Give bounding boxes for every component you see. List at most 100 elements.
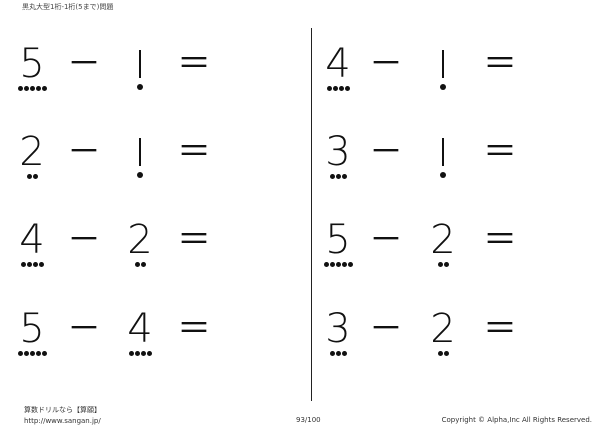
- equals-sign: ＝: [177, 132, 211, 172]
- count-dot: [329, 174, 335, 179]
- count-dot: [140, 351, 146, 356]
- count-dot: [335, 262, 341, 267]
- operand-b-digit: 4: [127, 306, 153, 352]
- count-dot: [32, 262, 38, 267]
- equals-sign: ＝: [483, 44, 517, 84]
- minus-sign: －: [369, 220, 403, 260]
- count-dot: [140, 262, 146, 267]
- count-dot: [35, 351, 41, 356]
- count-dot: [338, 86, 344, 91]
- count-dot: [329, 262, 335, 267]
- operand-b-digit-one: [139, 138, 141, 166]
- count-dot: [329, 351, 335, 356]
- count-dot: [146, 351, 152, 356]
- count-dot: [134, 262, 140, 267]
- operand-b-dot: [137, 172, 143, 178]
- count-dot: [443, 262, 449, 267]
- minus-sign: －: [369, 44, 403, 84]
- operand-b-digit-one: [139, 50, 141, 78]
- worksheet-title: 黒丸大型1桁-1桁(5まで)問題: [22, 3, 114, 11]
- minus-sign: －: [67, 132, 101, 172]
- operand-b: [433, 40, 453, 100]
- operand-b-dots: [423, 262, 463, 267]
- operand-a-dots: [12, 86, 52, 91]
- count-dot: [128, 351, 134, 356]
- count-dot: [17, 86, 23, 91]
- count-dot: [26, 174, 32, 179]
- operand-b-dot: [440, 84, 446, 90]
- count-dot: [23, 86, 29, 91]
- count-dot: [35, 86, 41, 91]
- operand-b-digit: 2: [430, 306, 456, 352]
- count-dot: [32, 174, 38, 179]
- equals-sign: ＝: [177, 309, 211, 349]
- count-dot: [323, 262, 329, 267]
- count-dot: [134, 351, 140, 356]
- count-dot: [38, 262, 44, 267]
- count-dot: [26, 262, 32, 267]
- count-dot: [344, 86, 350, 91]
- operand-b-digit: 2: [127, 217, 153, 263]
- site-url-link[interactable]: http://www.sangan.jp/: [24, 417, 101, 425]
- operand-a-dots: [12, 351, 52, 356]
- page-number: 93/100: [296, 416, 321, 424]
- minus-sign: －: [67, 44, 101, 84]
- operand-a-dots: [12, 174, 52, 179]
- minus-sign: －: [67, 309, 101, 349]
- operand-a-digit: 5: [19, 306, 45, 352]
- site-name: 算数ドリルなら【算願】: [24, 406, 101, 414]
- count-dot: [41, 86, 47, 91]
- equals-sign: ＝: [483, 132, 517, 172]
- operand-b-dots: [423, 351, 463, 356]
- count-dot: [29, 351, 35, 356]
- operand-a-digit: 3: [325, 306, 351, 352]
- count-dot: [341, 174, 347, 179]
- operand-b: [130, 128, 150, 188]
- count-dot: [437, 262, 443, 267]
- count-dot: [341, 351, 347, 356]
- operand-b-digit: 2: [430, 217, 456, 263]
- operand-a-digit: 5: [19, 41, 45, 87]
- equals-sign: ＝: [483, 309, 517, 349]
- operand-a-digit: 3: [325, 129, 351, 175]
- operand-a-digit: 5: [325, 217, 351, 263]
- operand-a-dots: [318, 174, 358, 179]
- count-dot: [332, 86, 338, 91]
- column-divider: [311, 28, 312, 401]
- operand-b-dots: [120, 262, 160, 267]
- equals-sign: ＝: [483, 220, 517, 260]
- operand-a-dots: [318, 86, 358, 91]
- count-dot: [341, 262, 347, 267]
- operand-a-digit: 4: [325, 41, 351, 87]
- operand-a-dots: [12, 262, 52, 267]
- operand-a-digit: 2: [19, 129, 45, 175]
- minus-sign: －: [67, 220, 101, 260]
- operand-b-digit-one: [442, 50, 444, 78]
- count-dot: [23, 351, 29, 356]
- count-dot: [335, 174, 341, 179]
- count-dot: [41, 351, 47, 356]
- minus-sign: －: [369, 309, 403, 349]
- count-dot: [347, 262, 353, 267]
- minus-sign: －: [369, 132, 403, 172]
- count-dot: [20, 262, 26, 267]
- operand-b: [433, 128, 453, 188]
- equals-sign: ＝: [177, 220, 211, 260]
- count-dot: [326, 86, 332, 91]
- operand-b-dot: [137, 84, 143, 90]
- count-dot: [437, 351, 443, 356]
- count-dot: [17, 351, 23, 356]
- footer-brand: 算数ドリルなら【算願】 http://www.sangan.jp/: [24, 405, 101, 427]
- operand-a-dots: [318, 351, 358, 356]
- count-dot: [335, 351, 341, 356]
- equals-sign: ＝: [177, 44, 211, 84]
- count-dot: [29, 86, 35, 91]
- count-dot: [443, 351, 449, 356]
- operand-b-digit-one: [442, 138, 444, 166]
- operand-b-dot: [440, 172, 446, 178]
- copyright-notice: Copyright © Alpha,Inc All Rights Reserve…: [441, 416, 592, 424]
- operand-b-dots: [120, 351, 160, 356]
- operand-b: [130, 40, 150, 100]
- operand-a-dots: [318, 262, 358, 267]
